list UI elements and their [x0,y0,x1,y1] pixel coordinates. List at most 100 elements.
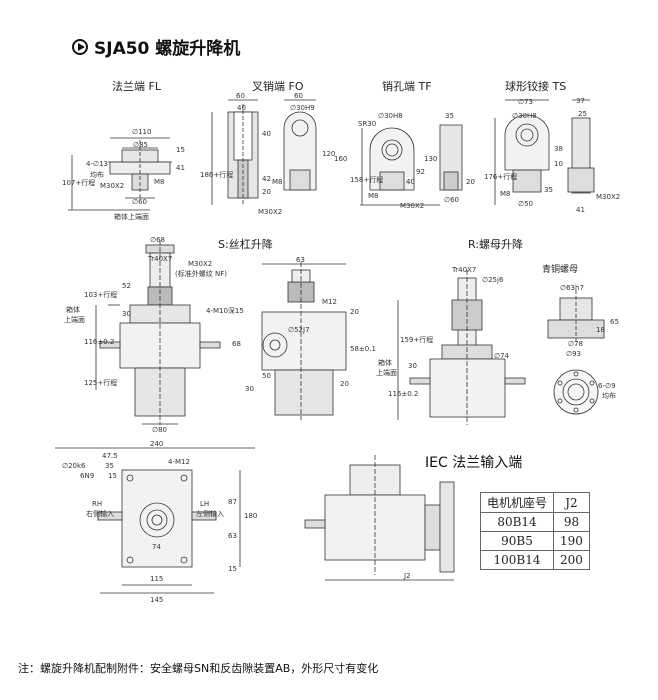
dim-fl-4: 15 [176,146,185,154]
dim-fo-5: 160 [334,155,348,163]
dim-s-17: 68 [232,340,241,348]
dim-r-14: 均布 [602,392,616,400]
dim-s-19: 50 [262,372,271,380]
label-screw-lift: S:丝杠升降 [218,238,273,251]
fl-drawing [68,137,172,211]
dim-b-3: 15 [108,472,117,480]
dim-r-13: 6-∅9 [598,382,616,390]
dim-fo-4: 120 [322,150,336,158]
dim-tf-8: ∅60 [444,196,460,204]
dim-ts-11: 176+行程 [484,173,518,181]
table-header: J2 [553,492,590,513]
dim-ts-0: ∅73 [518,98,534,106]
dim-r-4: 箱体 [378,359,392,367]
dim-s-20: 30 [245,385,254,393]
dim-fo-8: 20 [262,188,271,196]
label-fl: 法兰端 FL [112,80,161,93]
dim-b-5: ∅20k6 [62,462,86,470]
dim-fl-3: 均布 [90,171,104,179]
dim-ts-5: 10 [554,160,563,168]
dim-fl-8: ∅60 [132,198,148,206]
dim-ts-2: 37 [576,97,585,105]
dim-s-12: 63 [296,256,305,264]
table-header-row: 电机机座号 J2 [479,492,590,513]
dim-s-6: 箱体 [66,306,80,314]
dim-fo-10: M30X2 [258,208,283,216]
dim-ts-1: ∅30H8 [512,112,537,120]
dim-fl-1: ∅85 [133,141,149,149]
dim-b-6: 6N9 [80,472,95,480]
dim-s-9: 116±0.2 [84,338,115,346]
dim-b-0: 240 [150,440,164,448]
dim-r-10: 18 [596,326,605,334]
dim-ts-6: M8 [500,190,511,198]
dim-r-0: Tr40X7 [452,266,477,274]
iec-flange-drawing [304,455,455,581]
table-cell: 90B5 [479,531,555,551]
dim-b-8: 右侧输入 [86,510,114,518]
dim-r-3: ∅74 [494,352,510,360]
dim-s-16: ∅52J7 [288,326,310,334]
dim-b-13: 63 [228,532,237,540]
dim-ts-10: M30X2 [596,193,621,201]
dim-tf-3: 130 [424,155,438,163]
table-cell: 200 [553,550,590,570]
table-cell: 100B14 [479,550,555,570]
dim-b-14: 74 [152,543,161,551]
label-fo: 叉销端 FO [252,80,304,93]
dim-b-16: 145 [150,596,164,604]
dim-r-5: 上端面 [376,369,397,377]
label-ts: 球形铰接 TS [505,80,567,93]
bronze-nut-drawing [547,290,605,415]
dim-fo-2: ∅30H9 [290,104,315,112]
dim-s-7: 上端面 [64,316,85,324]
dim-b-7: RH [92,500,103,508]
dim-fl-10: 箱体上端面 [114,213,149,221]
dim-fl-6: M8 [154,178,165,186]
dim-fl-5: 41 [176,164,185,172]
table-row: 100B14 200 [479,550,590,570]
dim-s-11: ∅80 [152,426,168,434]
dim-s-5: 103+行程 [84,291,118,299]
dim-s-13: 4-M10深15 [206,307,244,315]
dim-b-2: 35 [105,462,114,470]
table-cell: 98 [553,512,590,532]
dim-tf-2: 35 [445,112,454,120]
motor-flange-table: 电机机座号 J2 80B14 98 90B5 190 100B14 200 [479,492,590,570]
page-title: SJA50 螺旋升降机 [72,34,240,59]
s-lift-side-drawing [261,262,347,420]
dim-tf-4: 92 [416,168,425,176]
dim-r-6: 30 [408,362,417,370]
dim-r-7: 116±0.2 [388,390,419,398]
dim-fl-7: M30X2 [100,182,125,190]
dim-fo-3: 60 [294,92,303,100]
dim-fo-11: 186+行程 [200,171,234,179]
dim-r-9: 65 [610,318,619,326]
dim-fo-1: 40 [237,104,246,112]
dim-s-1: Tr40X7 [148,255,173,263]
dim-s-21: 20 [340,380,349,388]
dim-tf-9: 158+行程 [350,176,384,184]
dim-tf-6: M8 [368,192,379,200]
play-circle-icon [72,38,88,55]
dim-ts-3: 25 [578,110,587,118]
dim-b-4: 4-M12 [168,458,190,466]
dim-s-0: ∅68 [150,236,166,244]
dim-tf-7: M30X2 [400,202,425,210]
label-iec-flange: IEC 法兰输入端 [425,455,523,471]
dim-s-10: 125+行程 [84,379,118,387]
dim-tf-5: 40 [406,178,415,186]
dim-fo-9: M8 [272,178,283,186]
dim-ts-9: 41 [576,206,585,214]
dim-ts-7: ∅50 [518,200,534,208]
dim-b-17: 15 [228,565,237,573]
dim-fl-2: 4-∅13 [86,160,108,168]
dim-b-10: 左侧输入 [196,510,224,518]
table-row: 80B14 98 [479,512,590,532]
dim-b-18: J2 [404,572,411,580]
dim-b-11: 87 [228,498,237,506]
table-header: 电机机座号 [479,492,555,513]
dim-fo-6: 40 [262,130,271,138]
